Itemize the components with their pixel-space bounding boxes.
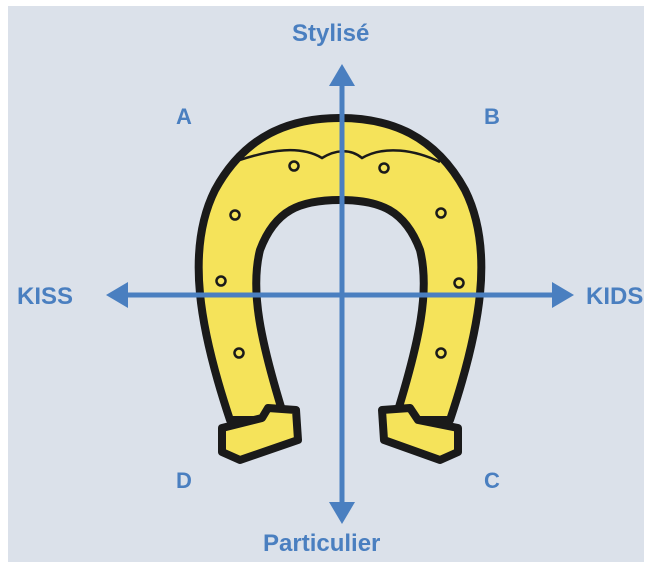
quadrant-label-d: D [176, 470, 192, 492]
arrow-down-icon [329, 502, 355, 524]
quadrant-label-b: B [484, 106, 500, 128]
arrow-left-icon [106, 282, 128, 308]
axes [120, 80, 560, 510]
axis-label-top: Stylisé [292, 22, 369, 46]
arrow-up-icon [329, 64, 355, 86]
arrow-right-icon [552, 282, 574, 308]
quadrant-label-a: A [176, 106, 192, 128]
quadrant-label-c: C [484, 470, 500, 492]
axis-label-bottom: Particulier [263, 532, 380, 556]
axis-label-right: KIDS [586, 285, 643, 309]
axis-label-left: KISS [17, 285, 73, 309]
